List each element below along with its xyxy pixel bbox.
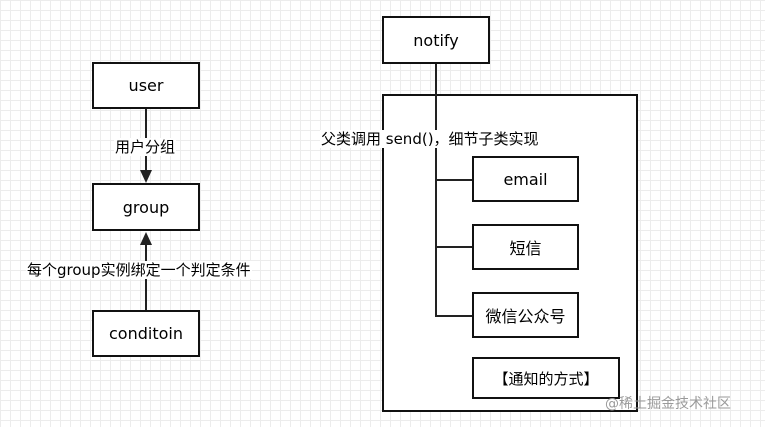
wechat-node-label: 微信公众号 (485, 307, 566, 326)
user-group-arrowhead (140, 170, 152, 183)
email-node: email (472, 156, 579, 202)
notify-methods-note: 【通知的方式】 (472, 357, 620, 399)
user-node-label: user (128, 76, 164, 95)
watermark: @稀土掘金技术社区 (605, 396, 731, 412)
user-node: user (92, 62, 200, 109)
condition-node: conditoin (92, 310, 200, 357)
notify-node-label: notify (413, 30, 459, 50)
group-node-label: group (122, 197, 170, 217)
notify-methods-note-label: 【通知的方式】 (493, 369, 599, 388)
email-node-label: email (503, 169, 548, 189)
sms-node: 短信 (472, 224, 579, 270)
sms-node-label: 短信 (509, 239, 542, 258)
notify-node: notify (382, 16, 490, 64)
condition-group-arrowhead (140, 232, 152, 245)
group-node: group (92, 183, 200, 231)
notify-subclasses-edge-label: 父类调用 send()，细节子类实现 (320, 130, 540, 148)
wechat-node: 微信公众号 (472, 292, 579, 338)
condition-group-edge-label: 每个group实例绑定一个判定条件 (26, 261, 252, 279)
user-group-edge-label: 用户分组 (114, 138, 177, 156)
condition-node-label: conditoin (109, 324, 183, 343)
